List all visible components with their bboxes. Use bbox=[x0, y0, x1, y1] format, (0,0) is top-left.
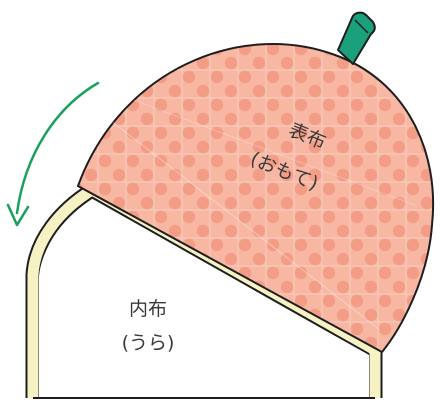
curved-arrow-down-left-icon bbox=[15, 81, 100, 215]
tab-crease bbox=[354, 19, 369, 34]
outer-fabric-seams bbox=[109, 94, 416, 331]
hanging-tab bbox=[337, 11, 376, 65]
inner-fabric-sublabel: (うら) bbox=[122, 332, 175, 354]
outer-fabric-shape bbox=[76, 43, 434, 354]
inner-fabric-label: 内布 bbox=[129, 298, 167, 320]
fold-arrow bbox=[6, 81, 100, 227]
fabric-loop-tab-icon bbox=[337, 11, 376, 65]
inner-fabric-body bbox=[39, 201, 369, 398]
arrow-head bbox=[6, 203, 30, 227]
outer-fabric bbox=[76, 43, 434, 354]
